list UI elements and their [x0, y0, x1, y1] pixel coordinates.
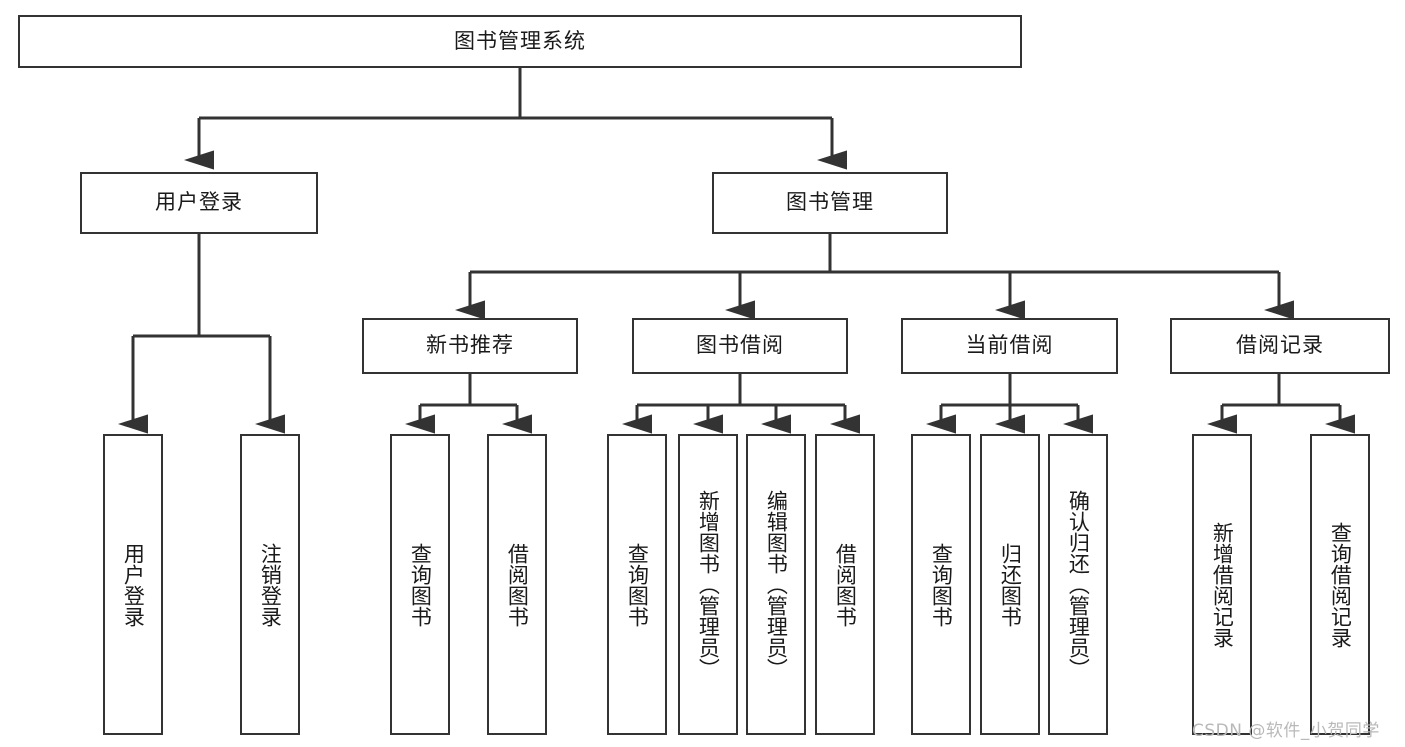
node-label: 查询图书: [929, 542, 954, 627]
leaf-borrow-record-query[interactable]: 查询借阅记录: [1310, 434, 1370, 735]
node-label: 图书管理系统: [454, 28, 586, 53]
node-label: 查询图书: [408, 542, 433, 627]
node-label: 编辑图书（管理员）: [764, 490, 789, 679]
leaf-user-login-logout[interactable]: 注销登录: [240, 434, 300, 735]
node-root-system[interactable]: 图书管理系统: [18, 15, 1022, 68]
node-label: 注销登录: [258, 542, 283, 627]
node-label: 当前借阅: [965, 333, 1054, 358]
leaf-new-book-query[interactable]: 查询图书: [390, 434, 450, 735]
leaf-borrow-record-add[interactable]: 新增借阅记录: [1192, 434, 1252, 735]
leaf-user-login-login[interactable]: 用户登录: [103, 434, 163, 735]
node-current-borrow[interactable]: 当前借阅: [901, 318, 1118, 374]
leaf-book-borrow-borrow[interactable]: 借阅图书: [815, 434, 875, 735]
node-label: 查询图书: [625, 542, 650, 627]
leaf-book-borrow-query[interactable]: 查询图书: [607, 434, 667, 735]
node-label: 查询借阅记录: [1328, 521, 1353, 648]
csdn-watermark: CSDN @软件_小贺同学: [1192, 721, 1380, 741]
node-label: 确认归还（管理员）: [1066, 490, 1091, 679]
node-borrow-record[interactable]: 借阅记录: [1170, 318, 1390, 374]
node-new-book-recommend[interactable]: 新书推荐: [362, 318, 578, 374]
leaf-book-borrow-add[interactable]: 新增图书（管理员）: [678, 434, 738, 735]
node-label: 新增图书（管理员）: [696, 490, 721, 679]
node-label: 新书推荐: [426, 333, 514, 358]
leaf-current-borrow-confirm-return[interactable]: 确认归还（管理员）: [1048, 434, 1108, 735]
leaf-current-borrow-query[interactable]: 查询图书: [911, 434, 971, 735]
node-book-borrow[interactable]: 图书借阅: [632, 318, 848, 374]
node-label: 归还图书: [998, 542, 1023, 627]
node-label: 新增借阅记录: [1210, 521, 1235, 648]
node-label: 借阅图书: [833, 542, 858, 627]
node-label: 用户登录: [121, 542, 146, 627]
leaf-current-borrow-return[interactable]: 归还图书: [980, 434, 1040, 735]
node-label: 图书借阅: [696, 333, 784, 358]
node-user-login[interactable]: 用户登录: [80, 172, 318, 234]
node-label: 图书管理: [786, 190, 874, 215]
leaf-new-book-borrow[interactable]: 借阅图书: [487, 434, 547, 735]
leaf-book-borrow-edit[interactable]: 编辑图书（管理员）: [746, 434, 806, 735]
node-label: 借阅图书: [505, 542, 530, 627]
node-label: 借阅记录: [1236, 333, 1324, 358]
node-book-management[interactable]: 图书管理: [712, 172, 948, 234]
node-label: 用户登录: [155, 190, 243, 215]
